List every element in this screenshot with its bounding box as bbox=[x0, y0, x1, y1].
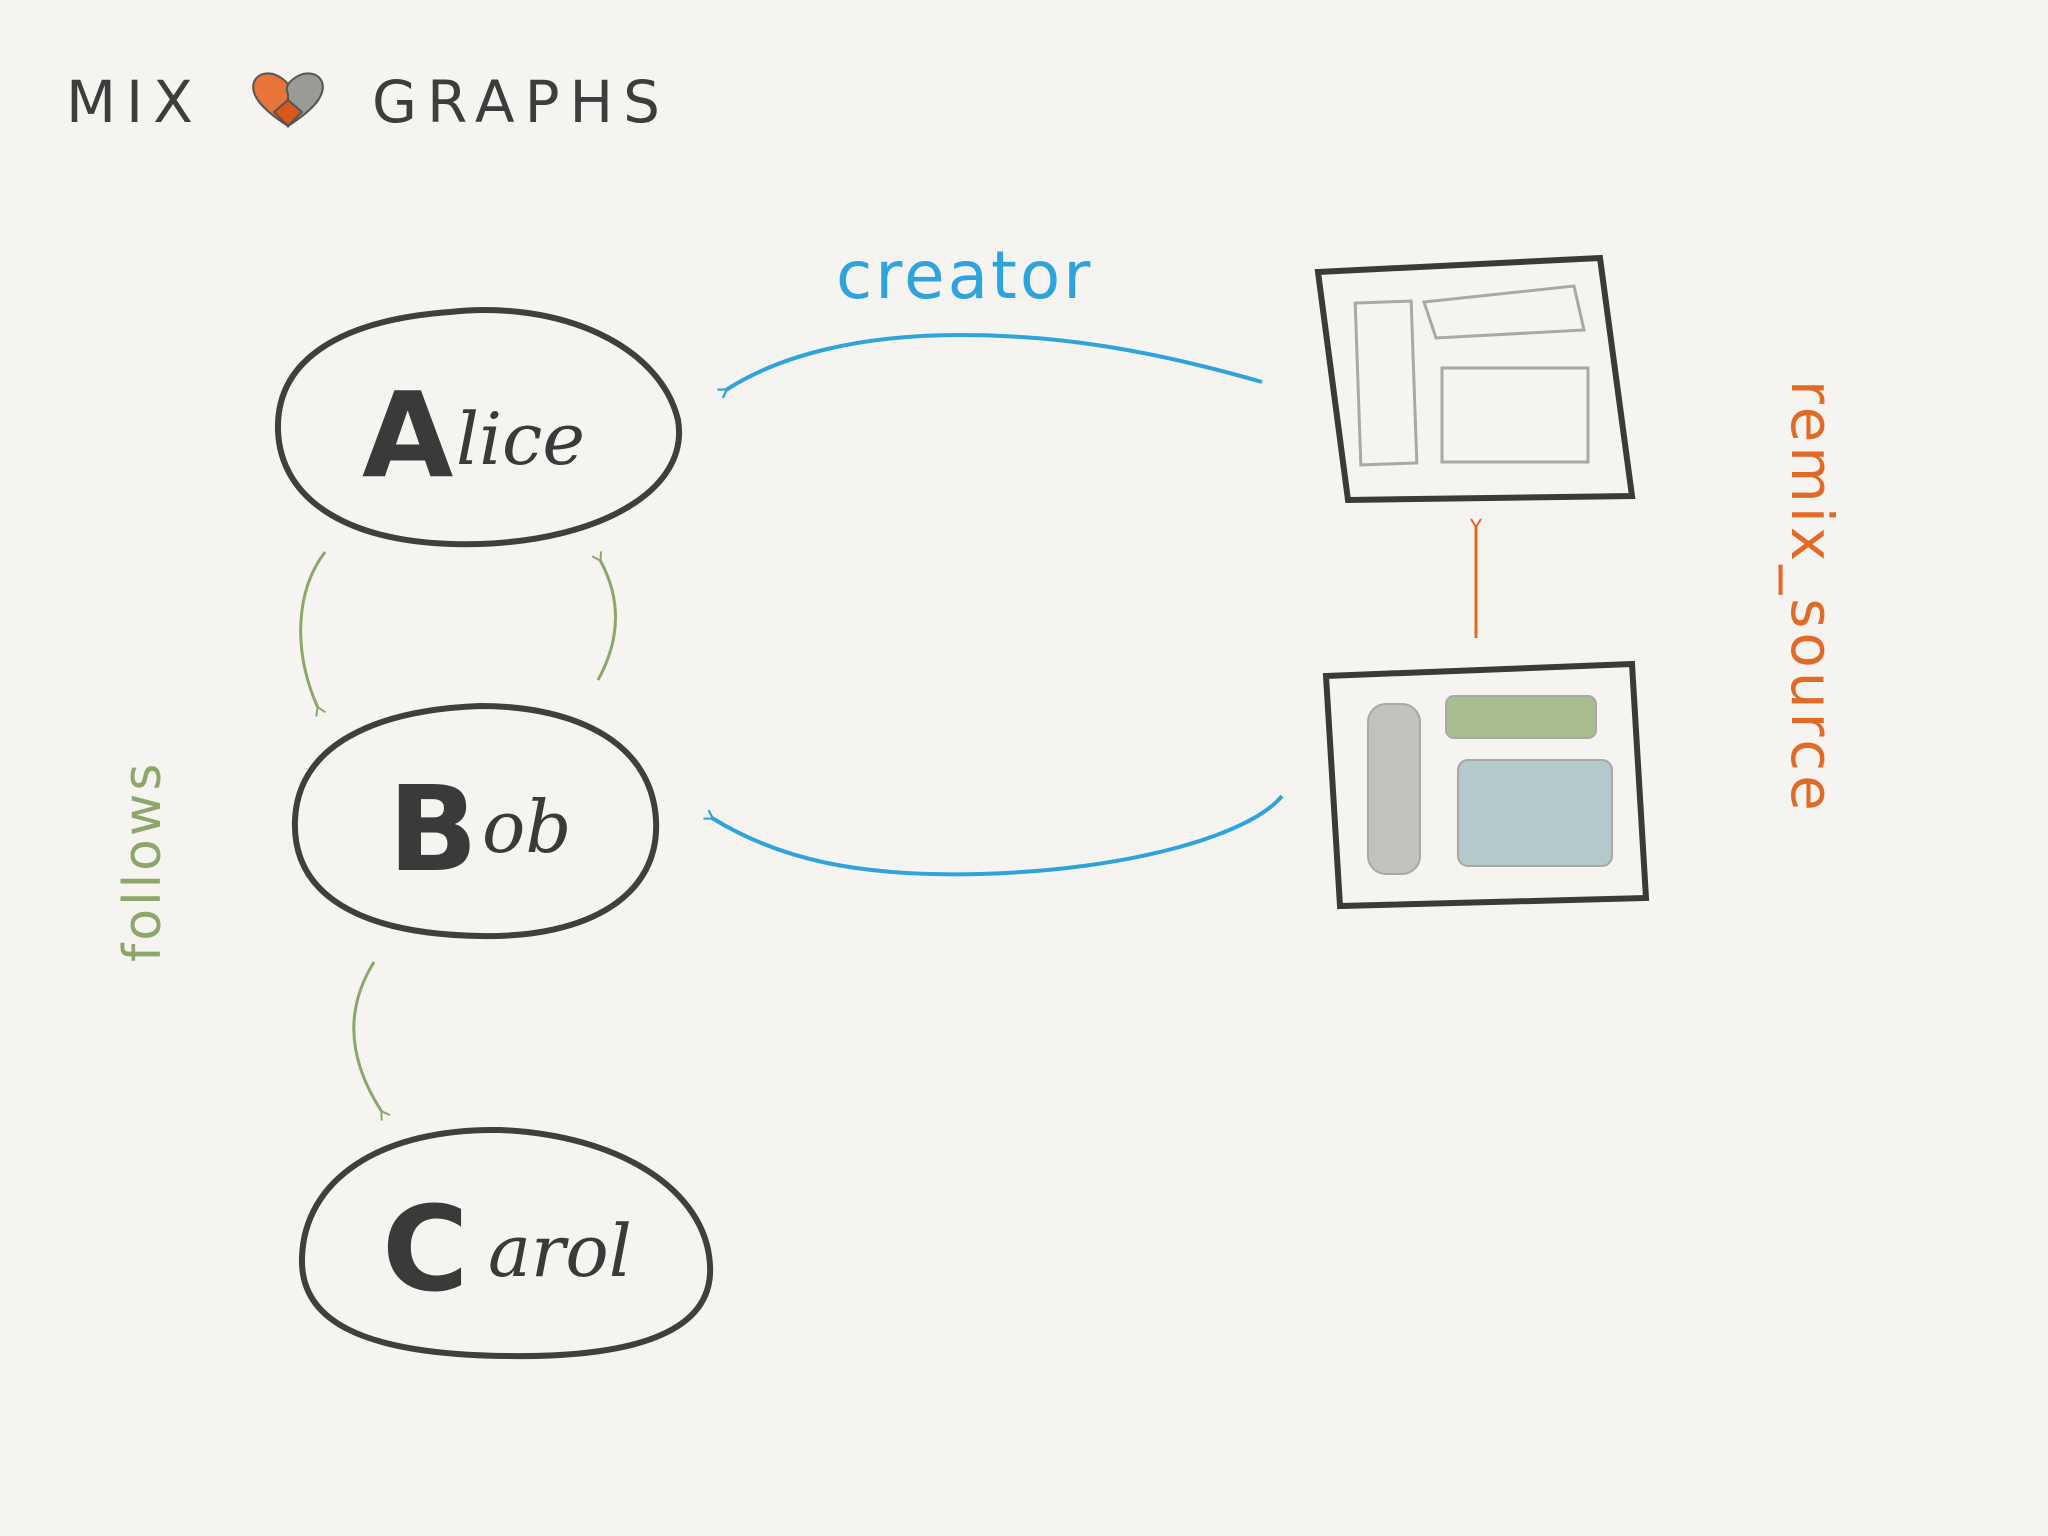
node-bob-initial: B bbox=[388, 760, 478, 898]
node-alice: A lice bbox=[274, 307, 683, 548]
edge-bob-follows-alice bbox=[591, 551, 617, 681]
node-bob: B ob bbox=[291, 702, 660, 940]
edge-doc1-creator-alice bbox=[726, 332, 1263, 390]
node-alice-outline bbox=[274, 307, 683, 548]
title: MIX GRAPHS bbox=[66, 68, 670, 136]
document-original bbox=[1314, 254, 1636, 504]
node-carol: C arol bbox=[298, 1126, 714, 1360]
title-mix: MIX bbox=[66, 68, 203, 136]
node-alice-initial: A bbox=[362, 366, 453, 504]
creator-label: creator bbox=[836, 237, 1093, 314]
follows-label: follows bbox=[113, 761, 173, 962]
remix-source-edge-group: remix_source bbox=[1470, 380, 1846, 815]
node-bob-rest: ob bbox=[482, 785, 571, 869]
node-carol-rest: arol bbox=[488, 1209, 632, 1293]
node-carol-initial: C bbox=[382, 1180, 469, 1318]
remix-source-label: remix_source bbox=[1778, 380, 1846, 815]
heart-icon bbox=[252, 72, 324, 128]
node-carol-outline bbox=[298, 1126, 714, 1360]
edge-alice-follows-bob bbox=[299, 551, 327, 717]
edge-doc2-creator-bob bbox=[712, 794, 1284, 877]
node-alice-rest: lice bbox=[456, 397, 585, 481]
title-graphs: GRAPHS bbox=[372, 68, 670, 136]
document-remix bbox=[1322, 660, 1650, 910]
follows-edges: follows bbox=[113, 551, 617, 1121]
node-bob-outline bbox=[291, 702, 660, 940]
edge-bob-follows-carol bbox=[352, 961, 391, 1121]
creator-edges: creator bbox=[712, 237, 1284, 877]
